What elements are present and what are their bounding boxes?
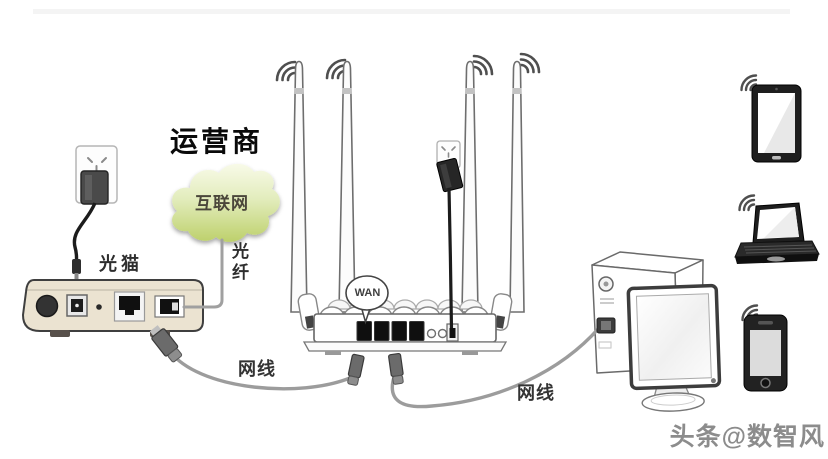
router-antennas: [290, 60, 525, 313]
modem-power-jack-pin: [75, 303, 79, 308]
laptop-trackpad: [767, 256, 785, 262]
router-port-lan2: [391, 321, 407, 341]
tower-power-dot: [603, 281, 609, 287]
modem: [21, 279, 204, 337]
internet-label: 互联网: [195, 194, 249, 213]
router-port-lan3: [409, 321, 425, 341]
modem-round-port: [35, 294, 59, 318]
ethernet-cable-modem-router: [149, 325, 365, 391]
modem-body: [21, 279, 204, 332]
monitor: [626, 283, 722, 412]
modem-foot-left: [50, 330, 70, 337]
rj45-connector-wan-end: [347, 353, 365, 386]
router-power-cable: [447, 187, 454, 331]
cable-1: [171, 353, 352, 391]
router-port-lan1: [374, 321, 390, 341]
tablet: [751, 84, 802, 163]
wifi-arcs-antenna-3: [472, 54, 494, 76]
tower-drive-slot: [598, 341, 612, 349]
wifi-arcs-antenna-2: [325, 58, 347, 80]
phone-home-button: [760, 377, 771, 389]
watermark: 头条@数智风: [669, 423, 825, 451]
wan-callout: [345, 275, 389, 325]
tablet-camera-dot: [775, 87, 778, 91]
modem-power-plug-tip: [74, 273, 79, 281]
wifi-arcs-antenna-1: [275, 60, 297, 82]
network-cable-label-1: 网线: [238, 359, 276, 379]
antenna-4: [509, 60, 525, 313]
router-power-jack: [449, 328, 456, 338]
antenna-bands: [294, 88, 522, 94]
internet-cloud: [172, 163, 280, 242]
router-port-wan: [356, 321, 372, 341]
modem-lan-port: [119, 296, 140, 315]
router-button-2: [437, 328, 448, 339]
monitor-base-ring: [650, 394, 696, 406]
tower-network-connector-inner: [601, 321, 611, 330]
fiber-label: 光纤: [229, 242, 248, 284]
antenna-1: [290, 60, 308, 313]
fiber-line: [182, 238, 224, 309]
cable-2: [390, 326, 601, 409]
rj45-connector-modem-end: [149, 325, 183, 363]
modem-power-plug: [72, 259, 81, 274]
modem-power-adapter: [80, 170, 109, 205]
wifi-arcs-laptop: [738, 194, 756, 212]
monitor-button: [710, 378, 716, 384]
tower-vents: [600, 298, 614, 304]
tablet-home-button: [772, 156, 781, 160]
laptop: [734, 202, 820, 264]
isp-label: 运营商: [170, 126, 264, 157]
phone-screen: [750, 330, 781, 376]
modem-power-cable: [72, 202, 97, 263]
phone-speaker: [758, 321, 773, 325]
ethernet-cable-router-pc: [388, 317, 616, 409]
modem-label: 光猫: [99, 254, 143, 274]
laptop-key-rows: [743, 244, 817, 254]
router-lan-ports: [356, 321, 425, 341]
wan-label: WAN: [354, 287, 381, 299]
monitor-screen: [635, 293, 712, 381]
modem-reset-hole: [96, 304, 102, 310]
smartphone: [743, 314, 788, 392]
top-divider: [33, 9, 790, 14]
monitor-base: [641, 392, 705, 412]
laptop-screen-sheen: [764, 207, 799, 238]
outlet-holes: [441, 146, 456, 158]
router-base: [302, 341, 508, 352]
modem-fiber-port-notch: [172, 302, 178, 311]
router-foot-left: [325, 351, 341, 355]
wifi-arcs-tablet: [740, 74, 758, 92]
wifi-arcs-antenna-4: [519, 52, 541, 74]
router-button-1: [426, 328, 437, 339]
network-cable-label-2: 网线: [517, 383, 555, 403]
router-power-adapter: [436, 157, 464, 193]
antenna-2: [338, 60, 356, 313]
router-foot-right: [462, 351, 478, 355]
tablet-screen-sheen: [764, 93, 795, 153]
rj45-connector-router-end: [388, 352, 404, 385]
antenna-3: [461, 60, 479, 313]
